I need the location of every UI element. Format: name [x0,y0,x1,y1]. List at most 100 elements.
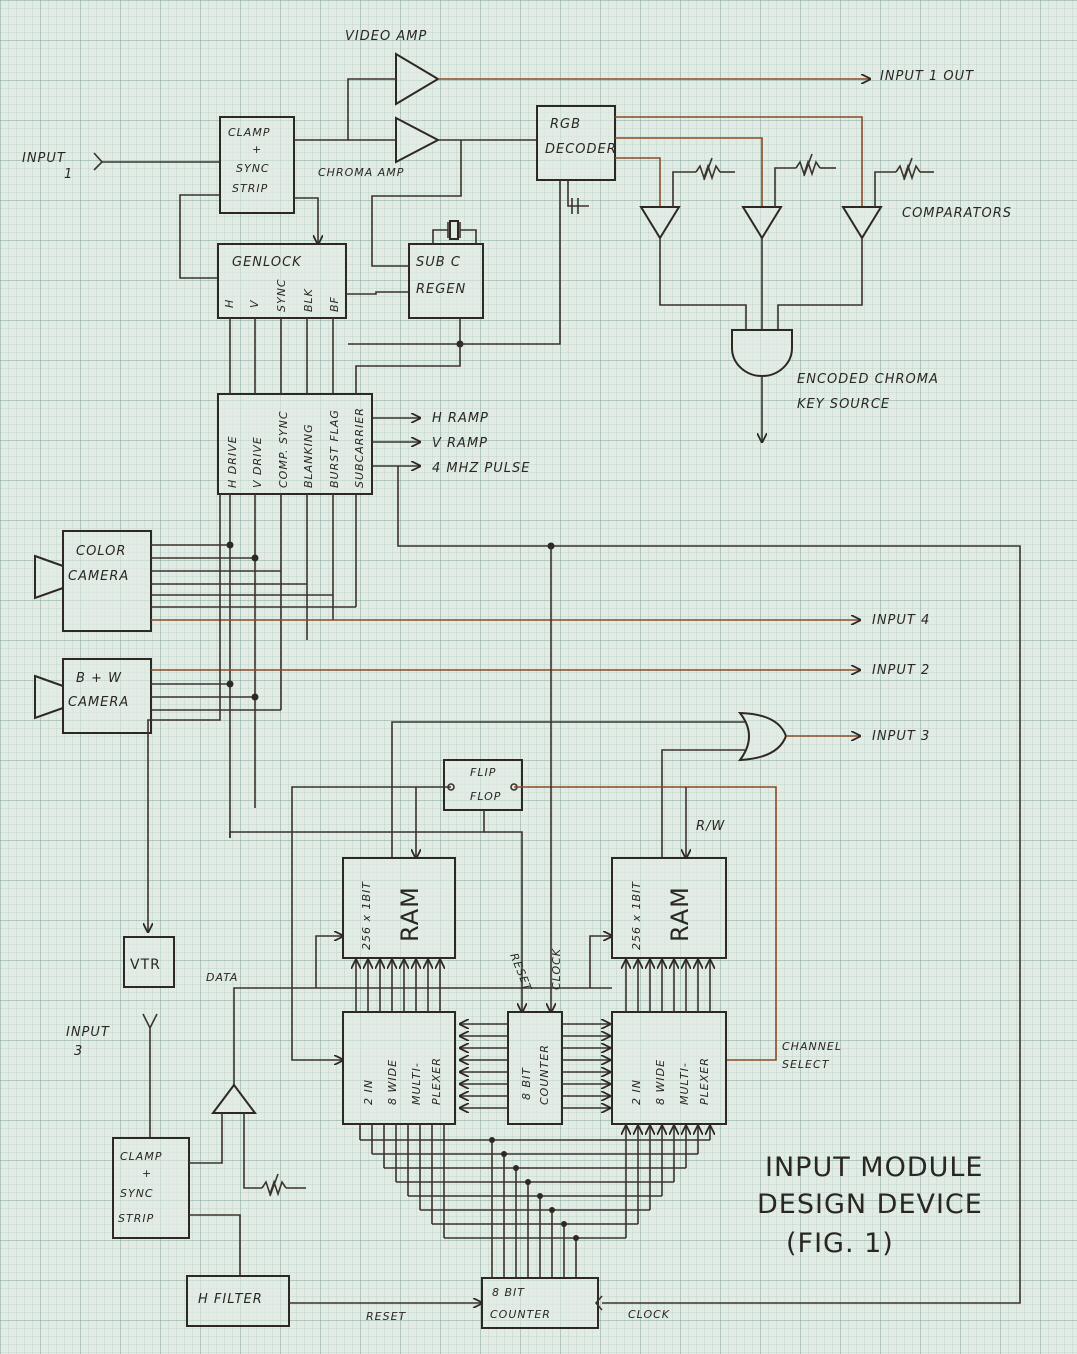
video-amp-label: VIDEO AMP [345,29,427,44]
flip-flop-line-2: FLOP [470,790,501,803]
bottom-counter-block [481,1277,599,1329]
figure-title-line-3: (FIG. 1) [786,1228,894,1259]
genlock-out-blk: BLK [302,288,315,312]
input-3-label: INPUT [66,1025,110,1040]
chroma-amp-triangle [395,116,441,164]
4mhz-pulse-label: 4 MHZ PULSE [432,461,531,476]
figure-title-line-1: INPUT MODULE [765,1152,983,1183]
sync-out-h-drive: H DRIVE [226,435,239,488]
ram-1-block [342,857,456,959]
clamp-1-line-4: STRIP [232,182,268,195]
capacitor-icon [571,198,579,214]
mux-1-to-ram-1-bus [356,960,440,1012]
mux-1-line-1: 2 IN [362,1079,375,1105]
comparators-label: COMPARATORS [902,206,1012,221]
counter-to-mux-bus [460,1024,610,1108]
bus-junction [525,1179,531,1185]
clamp-3-line-1: CLAMP [120,1150,162,1163]
input-1-terminal [93,152,220,171]
pot-4-icon [261,1179,287,1197]
clamp-3-line-4: STRIP [118,1212,154,1225]
mux-2-block [611,1011,727,1125]
bus-junction [489,1137,495,1143]
sync-out-subcarrier: SUBCARRIER [353,407,366,488]
clamp-1-line-1: CLAMP [228,126,270,139]
rw-label: R/W [696,819,725,834]
pot-1-icon [695,163,721,181]
and-gate [731,329,793,377]
genlock-out-bf: BF [328,296,341,312]
genlock-out-h: H [223,299,236,308]
encoded-chroma-line-2: KEY SOURCE [797,397,890,412]
h-ramp-label: H RAMP [432,411,489,426]
counter-bottom-line-1: 8 BIT [492,1286,525,1299]
reset-label-bottom: RESET [366,1310,407,1323]
encoded-chroma-line-1: ENCODED CHROMA [797,372,939,387]
input-1-out-label: INPUT 1 OUT [880,69,974,84]
bus-junction [561,1221,567,1227]
ram-1-label: RAM [396,886,424,942]
pot-3-icon [895,163,921,181]
video-amp-triangle [395,52,440,106]
mux-2-line-2: 8 WIDE [654,1059,667,1105]
mux-1-line-4: PLEXER [430,1057,443,1105]
input-3-out-label: INPUT 3 [872,729,930,744]
bw-camera-lens [34,674,64,720]
v-ramp-label: V RAMP [432,436,488,451]
clock-label-mid: CLOCK [550,948,563,990]
counter-mid-line-2: COUNTER [538,1044,551,1105]
clamp-3-line-2: + [142,1167,152,1180]
clamp-sync-strip-3-block [112,1137,190,1239]
mux-2-line-3: MULTI- [678,1062,691,1105]
subc-regen-line-1: SUB C [416,255,461,270]
bw-camera-line-1: B + W [76,671,122,686]
mux-2-to-ram-2-bus [626,960,710,1012]
clamp-sync-strip-1-block [219,116,295,214]
bw-camera-line-2: CAMERA [68,695,129,710]
bottom-counter-fan-bus [359,1124,710,1278]
sync-out-blanking: BLANKING [302,423,315,488]
counter-bottom-line-2: COUNTER [490,1308,551,1321]
bus-junction [573,1235,579,1241]
input-2-label: INPUT 2 [872,663,930,678]
sync-out-comp-sync: COMP. SYNC [277,410,290,488]
color-camera-lens [34,554,64,600]
data-comparator-triangle [211,1083,257,1114]
counter-mid-line-1: 8 BIT [520,1067,533,1100]
bw-camera-block [62,658,152,734]
mux-1-line-2: 8 WIDE [386,1059,399,1105]
comparator-1-triangle [639,206,681,240]
sync-out-burst-flag: BURST FLAG [328,409,341,488]
bus-junction [501,1151,507,1157]
sync-out-v-drive: V DRIVE [251,436,264,488]
ram-2-block [611,857,727,959]
clock-label-bottom: CLOCK [628,1308,670,1321]
h-filter-label: H FILTER [198,1292,263,1307]
sync-generator-block [217,393,373,495]
subc-regen-line-2: REGEN [416,282,466,297]
h-filter-block [186,1275,290,1327]
figure-title-line-2: DESIGN DEVICE [757,1189,983,1220]
vtr-label: VTR [130,957,161,973]
bus-junction [513,1165,519,1171]
genlock-block [217,243,347,319]
color-camera-line-1: COLOR [76,544,126,559]
channel-select-line-1: CHANNEL [782,1040,842,1053]
genlock-out-v: V [248,299,261,308]
rgb-decoder-block [536,105,616,181]
bus-junction [549,1207,555,1213]
crystal-icon [449,220,459,240]
genlock-out-sync: SYNC [275,278,288,312]
ram-1-size: 256 x 1BIT [360,881,373,950]
rgb-decoder-line-1: RGB [550,117,581,132]
clamp-1-line-3: SYNC [236,162,270,175]
flip-flop-block [443,759,523,811]
input-1-number: 1 [64,167,73,182]
data-label: DATA [206,971,238,984]
input-3-number: 3 [74,1044,83,1059]
counter-middle-block [507,1011,563,1125]
channel-select-line-2: SELECT [782,1058,830,1071]
color-camera-line-2: CAMERA [68,569,129,584]
clamp-3-line-3: SYNC [120,1187,154,1200]
